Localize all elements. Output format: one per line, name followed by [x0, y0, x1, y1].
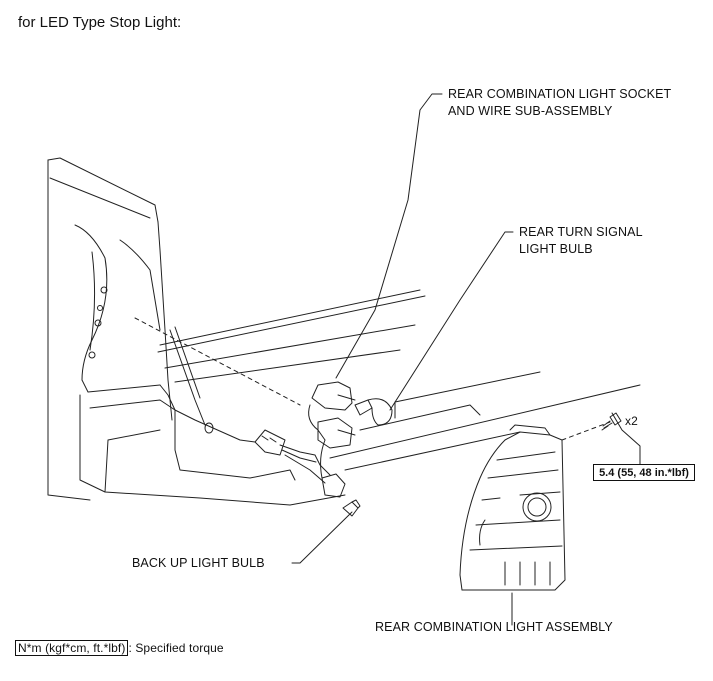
turn-label-line2: LIGHT BULB [519, 242, 593, 256]
backup-bulb [342, 499, 361, 517]
backup-bulb-label: BACK UP LIGHT BULB [132, 556, 265, 570]
alignment-dashes [134, 317, 611, 441]
socket-label-line1: REAR COMBINATION LIGHT SOCKET [448, 87, 672, 101]
torque-legend: N*m (kgf*cm, ft.*lbf): Specified torque [15, 640, 224, 657]
light-assembly [459, 424, 566, 591]
light-assembly-label: REAR COMBINATION LIGHT ASSEMBLY [375, 620, 613, 634]
quantity-label: x2 [625, 414, 638, 428]
socket-assembly-label: REAR COMBINATION LIGHT SOCKET AND WIRE S… [448, 86, 671, 120]
leader-lines [291, 93, 641, 626]
truck-body-outline [47, 157, 641, 506]
turn-label-line1: REAR TURN SIGNAL [519, 225, 643, 239]
torque-value-badge: 5.4 (55, 48 in.*lbf) [593, 464, 695, 481]
socket-label-line2: AND WIRE SUB-ASSEMBLY [448, 104, 613, 118]
turn-bulb-label: REAR TURN SIGNAL LIGHT BULB [519, 224, 643, 258]
legend-text: : Specified torque [128, 641, 224, 655]
screw-icon [601, 412, 622, 431]
legend-unit-box: N*m (kgf*cm, ft.*lbf) [15, 640, 129, 656]
socket-wire-assembly [254, 381, 356, 498]
page-title: for LED Type Stop Light: [18, 14, 182, 31]
bulb-icon [354, 398, 393, 426]
